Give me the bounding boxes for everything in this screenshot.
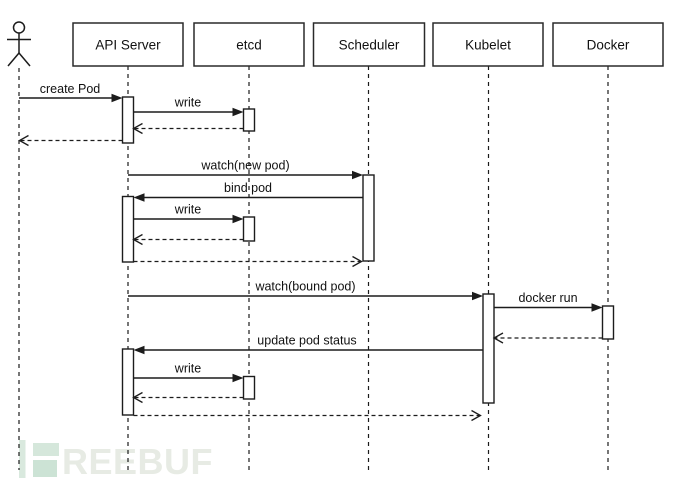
message-bind-pod-label: bind pod [224,181,272,195]
return-api-to-kubelet [133,409,482,422]
return-etcd-to-api-3-arrowhead-icon [132,391,143,404]
participant-label-scheduler: Scheduler [339,38,400,53]
return-etcd-to-api-2 [132,233,244,246]
freebuf-logo-bar [19,440,26,478]
return-etcd-to-api-3 [132,391,244,404]
activation-api-server-3 [121,348,135,416]
participant-kubelet: Kubelet [432,22,544,67]
participant-label-api-server: API Server [95,38,161,53]
participant-box-etcd [193,22,305,67]
message-update-pod-status-label: update pod status [257,334,356,348]
message-bind-pod-arrowhead-icon [133,193,145,202]
return-api-to-user-arrowhead-icon [18,134,29,147]
message-watch-new-pod-arrowhead-icon [352,170,363,180]
activation-etcd-1 [242,108,256,132]
freebuf-watermark: REEBUF [19,440,213,482]
message-write-2-arrowhead-icon [232,214,244,224]
participant-box-kubelet [432,22,544,67]
participant-label-etcd: etcd [236,38,262,53]
message-create-pod: create Pod [19,82,123,103]
activation-api-server-1 [121,96,135,144]
participant-label-kubelet: Kubelet [465,38,511,53]
participant-etcd: etcd [193,22,305,67]
return-etcd-to-api-1-arrowhead-icon [132,122,143,135]
freebuf-logo-block-bottom [33,460,57,477]
participant-api-server: API Server [72,22,184,67]
message-watch-new-pod: watch(new pod) [128,159,363,180]
participant-box-api-server [72,22,184,67]
message-create-pod-label: create Pod [40,82,101,96]
message-docker-run: docker run [494,291,603,312]
return-api-to-scheduler [133,255,363,268]
message-update-pod-status: update pod status [133,334,483,355]
message-write-3-label: write [174,362,201,376]
return-docker-to-kubelet-arrowhead-icon [492,332,504,344]
return-docker-to-kubelet [492,332,603,344]
message-watch-new-pod-label: watch(new pod) [200,159,289,173]
message-docker-run-label: docker run [518,291,577,305]
message-update-pod-status-arrowhead-icon [133,345,145,355]
message-watch-bound-pod: watch(bound pod) [128,280,483,301]
return-etcd-to-api-2-arrowhead-icon [132,233,143,246]
message-write-3: write [133,362,244,383]
message-write-1: write [133,96,244,117]
participant-box-scheduler [312,22,426,67]
message-bind-pod: bind pod [133,181,363,202]
return-etcd-to-api-1 [132,122,244,135]
activation-docker-1 [601,305,615,340]
activation-scheduler-1 [362,174,375,262]
participant-box-docker [552,22,664,67]
message-create-pod-arrowhead-icon [111,93,123,103]
activation-api-server-2 [121,195,135,263]
participant-label-docker: Docker [587,38,630,53]
participant-docker: Docker [552,22,664,67]
message-watch-bound-pod-arrowhead-icon [472,291,483,301]
activation-etcd-3 [242,375,256,400]
message-write-1-label: write [174,96,201,110]
message-write-2-label: write [174,203,201,217]
message-write-1-arrowhead-icon [232,107,244,117]
message-write-2: write [133,203,244,224]
return-api-to-user [18,134,123,147]
message-watch-bound-pod-label: watch(bound pod) [254,280,355,294]
participant-scheduler: Scheduler [312,22,426,67]
activation-kubelet-1 [482,293,495,404]
freebuf-logo-block-top [33,443,59,456]
actor-user-icon [7,21,31,67]
return-api-to-kubelet-arrowhead-icon [471,409,482,422]
activation-etcd-2 [242,216,256,242]
freebuf-watermark-text: REEBUF [62,441,213,482]
message-write-3-arrowhead-icon [232,373,244,383]
return-api-to-scheduler-arrowhead-icon [352,255,363,268]
message-docker-run-arrowhead-icon [591,303,603,312]
